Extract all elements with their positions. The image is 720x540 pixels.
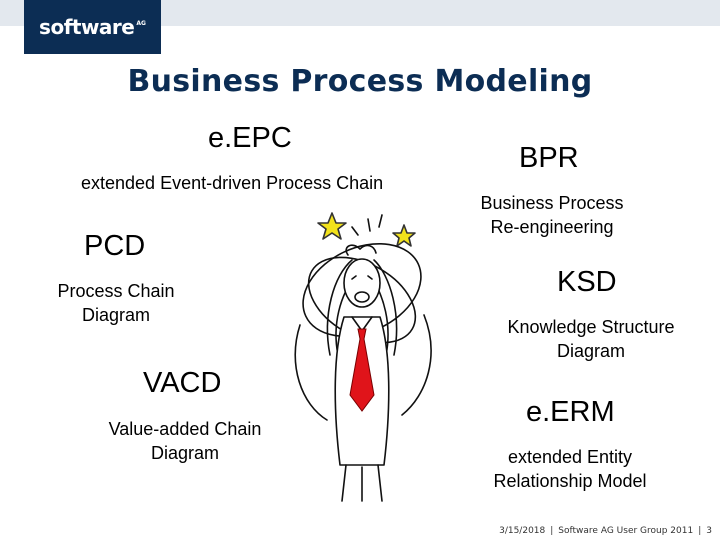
pcd-desc: Process Chain Diagram — [40, 279, 192, 327]
epc-abbr: e.EPC — [208, 122, 292, 154]
pcd-desc-line2: Diagram — [81, 305, 151, 325]
logo-suffix: AG — [136, 19, 146, 27]
footer: 3/15/2018|Software AG User Group 2011|3 — [499, 526, 712, 536]
footer-event: Software AG User Group 2011 — [558, 526, 694, 536]
star-icon — [317, 212, 347, 240]
slide-title: Business Process Modeling — [127, 64, 593, 99]
erm-desc-line1: extended Entity — [507, 447, 633, 467]
star-icon — [392, 224, 416, 247]
vacd-desc-line2: Diagram — [150, 443, 220, 463]
bpr-desc-line2: Re-engineering — [490, 217, 614, 237]
page-number: 3 — [706, 526, 712, 536]
epc-desc: extended Event-driven Process Chain — [81, 173, 384, 193]
erm-abbr: e.ERM — [526, 396, 615, 428]
ksd-desc-line2: Diagram — [556, 341, 626, 361]
pcd-desc-line1: Process Chain — [57, 281, 175, 301]
bpr-desc-line1: Business Process — [480, 193, 624, 213]
footer-date: 3/15/2018 — [499, 526, 546, 536]
vacd-abbr: VACD — [143, 367, 222, 399]
bpr-abbr: BPR — [519, 142, 579, 174]
red-tie — [349, 328, 375, 412]
logo-brand: software — [39, 15, 135, 39]
pcd-abbr: PCD — [84, 230, 146, 262]
stressed-man-illustration — [294, 212, 432, 502]
erm-desc: extended Entity Relationship Model — [482, 445, 658, 493]
erm-desc-line2: Relationship Model — [493, 471, 647, 491]
vacd-desc: Value-added Chain Diagram — [95, 417, 275, 465]
software-ag-logo: software AG — [24, 0, 161, 54]
bpr-desc: Business Process Re-engineering — [470, 191, 634, 239]
ksd-abbr: KSD — [557, 266, 617, 298]
ksd-desc: Knowledge Structure Diagram — [493, 315, 689, 363]
ksd-desc-line1: Knowledge Structure — [507, 317, 675, 337]
vacd-desc-line1: Value-added Chain — [108, 419, 262, 439]
